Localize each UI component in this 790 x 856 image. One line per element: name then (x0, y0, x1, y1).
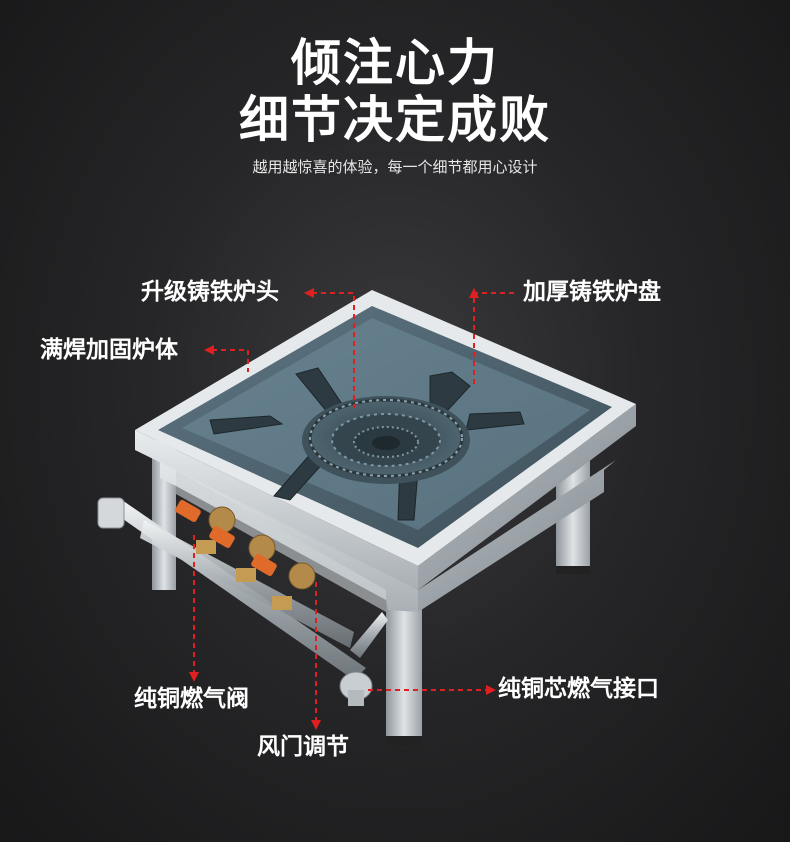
callout-arrowheads (189, 288, 496, 730)
brass-gas-valves (196, 506, 316, 610)
callout-burner-plate: 加厚铸铁炉盘 (523, 279, 661, 305)
callout-valve: 纯铜燃气阀 (134, 686, 249, 712)
bottom-strip (0, 842, 790, 856)
headline-line2: 细节决定成败 (239, 91, 551, 149)
headline-subtitle: 越用越惊喜的体验，每一个细节都用心设计 (252, 158, 538, 176)
stove-top-frame (135, 290, 636, 590)
burner-supports (209, 367, 525, 521)
callout-connector: 纯铜芯燃气接口 (498, 676, 659, 702)
valve-handles (175, 500, 277, 576)
gas-manifold-pipe (97, 497, 388, 706)
cast-iron-burner-head (302, 396, 470, 484)
callout-air-door: 风门调节 (257, 734, 349, 760)
callout-body: 满焊加固炉体 (40, 337, 178, 363)
headline-line1: 倾注心力 (291, 34, 499, 92)
callout-burner-head: 升级铸铁炉头 (141, 279, 279, 305)
